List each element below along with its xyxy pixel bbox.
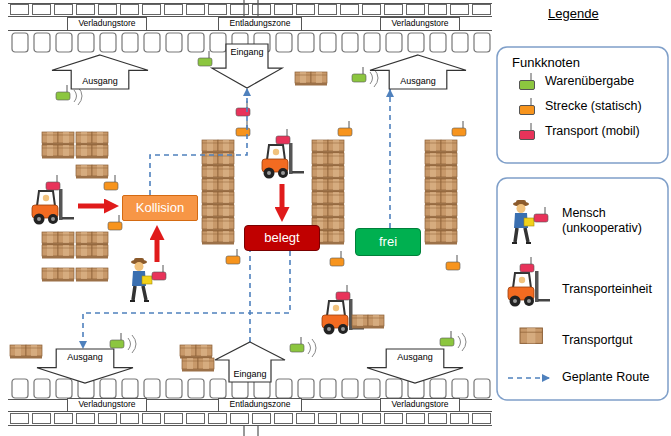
node-label: belegt — [264, 231, 299, 246]
dock-label-box: Verladungstore — [67, 17, 147, 31]
legend-text: Mensch (unkooperativ) — [562, 206, 662, 236]
gate-arrow: Eingang — [212, 44, 282, 88]
node-label: Entladungszone — [230, 400, 291, 410]
status-box: belegt — [244, 225, 320, 251]
node-label: Ausgang — [82, 76, 118, 86]
legend-swatch — [519, 105, 535, 115]
arrow-shape — [367, 349, 463, 383]
node-label: Ausgang — [397, 352, 433, 362]
node-label: Entladungszone — [230, 19, 291, 29]
node-label: Verladungstore — [391, 19, 448, 29]
gate-arrow: Ausgang — [52, 55, 148, 89]
legend-text: Strecke (statisch) — [545, 99, 642, 114]
legend-text: Geplante Route — [562, 370, 650, 385]
node-label: Verladungstore — [391, 400, 448, 410]
arrow-shape — [215, 342, 285, 382]
arrow-shape — [52, 55, 148, 89]
arrow-shape — [37, 349, 133, 383]
legend-text: Transporteinheit — [562, 282, 652, 297]
legend-text: Transportgut — [562, 333, 632, 348]
node-label: Verladungstore — [78, 19, 135, 29]
node-label: Verladungstore — [78, 400, 135, 410]
legend-swatch — [519, 80, 535, 90]
gate-arrow: Ausgang — [370, 55, 466, 89]
route-connector — [150, 88, 247, 195]
route-connector — [249, 251, 251, 342]
node-label: Eingang — [230, 47, 263, 57]
node-label: Eingang — [233, 369, 266, 379]
status-box: Kollision — [122, 195, 198, 221]
dock-label-box: Verladungstore — [380, 398, 460, 412]
legend-swatch — [519, 130, 535, 140]
legend-group-heading: Funkknoten — [512, 55, 580, 70]
route-connector — [83, 251, 290, 349]
node-label: Ausgang — [400, 76, 436, 86]
route-connector — [389, 89, 391, 228]
node-label: Ausgang — [67, 352, 103, 362]
node-label: frei — [379, 235, 397, 250]
dock-label-box: Verladungstore — [67, 398, 147, 412]
arrow-shape — [370, 55, 466, 89]
gate-arrow: Ausgang — [37, 349, 133, 383]
gate-arrow: Eingang — [215, 342, 285, 382]
dock-label-box: Entladungszone — [218, 17, 302, 31]
status-box: frei — [355, 228, 421, 256]
dock-label-box: Verladungstore — [380, 17, 460, 31]
arrow-shape — [212, 44, 282, 88]
legend-heading: Legende — [548, 6, 599, 21]
legend-text: Transport (mobil) — [545, 124, 640, 139]
gate-arrow: Ausgang — [367, 349, 463, 383]
legend-text: Warenübergabe — [545, 74, 634, 89]
dock-label-box: Entladungszone — [218, 398, 302, 412]
node-label: Kollision — [136, 201, 184, 216]
